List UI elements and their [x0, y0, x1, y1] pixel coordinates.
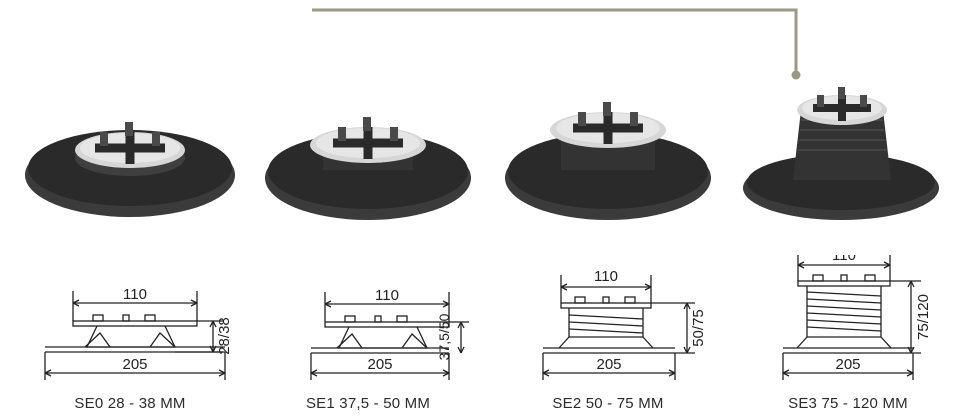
pedestal-photo-se3 [743, 87, 939, 220]
pedestal-photo-se2 [505, 102, 711, 220]
top-width-label: 110 [123, 286, 147, 303]
technical-drawing-se2: 110 205 50/75 [542, 268, 707, 380]
height-range-label: 75/120 [915, 294, 932, 340]
product-se2: 110 205 50/75 SE2 50 - 75 MM [503, 0, 713, 417]
height-range-label: 28/38 [216, 317, 233, 355]
product-se0: 110 205 28/38 SE0 28 - 38 MM [25, 0, 235, 417]
base-width-label: 205 [835, 356, 860, 373]
top-width-label: 110 [832, 255, 856, 264]
technical-drawing-se0: 110 205 28/38 [44, 286, 233, 380]
technical-drawing-se1: 110 205 37,5/50 [310, 287, 469, 380]
product-se1: 110 205 37,5/50 SE1 37,5 - 50 MM [263, 0, 473, 417]
pedestal-photo-se0 [25, 122, 235, 217]
top-width-label: 110 [594, 268, 618, 285]
product-se3: 110 205 75/120 SE3 75 - 120 MM [743, 0, 953, 417]
model-caption: SE2 50 - 75 MM [552, 395, 664, 412]
pedestal-photo-se1 [265, 117, 471, 220]
model-caption: SE3 75 - 120 MM [788, 395, 908, 412]
base-width-label: 205 [122, 356, 147, 373]
base-width-label: 205 [596, 356, 621, 373]
base-width-label: 205 [367, 356, 392, 373]
height-range-label: 50/75 [690, 309, 707, 347]
model-caption: SE1 37,5 - 50 MM [305, 395, 431, 412]
technical-drawing-se3: 110 205 75/120 [782, 255, 932, 380]
model-caption: SE0 28 - 38 MM [74, 395, 186, 412]
top-width-label: 110 [375, 287, 399, 304]
height-range-label: 37,5/50 [436, 313, 452, 360]
